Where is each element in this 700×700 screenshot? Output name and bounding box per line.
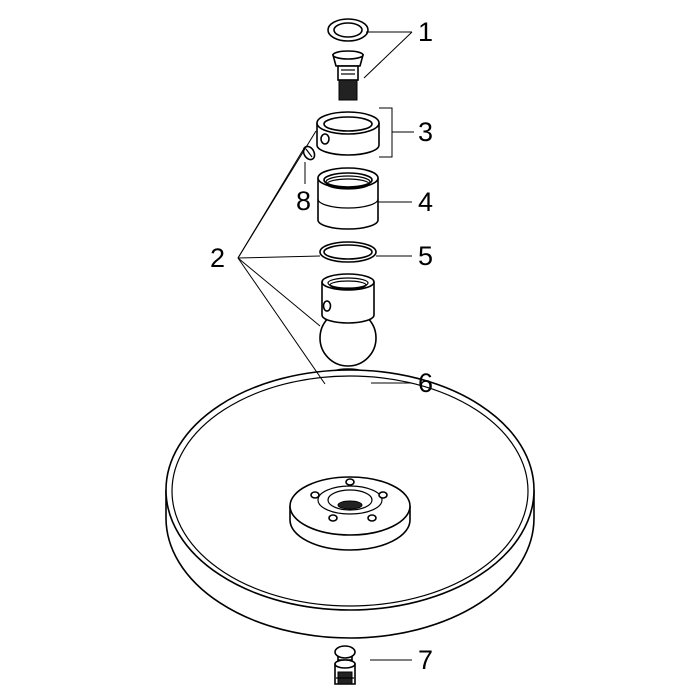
callout-6: 6: [418, 368, 433, 398]
callout-7: 7: [418, 645, 433, 675]
part-4-collar: [317, 167, 379, 230]
leader-lines: [237, 31, 414, 661]
part-1-nipple: [331, 50, 365, 101]
part-3-top-ring: [316, 111, 380, 156]
shower-head: [165, 369, 535, 639]
callout-1: 1: [418, 17, 433, 47]
part-8-set-screw: [302, 145, 316, 161]
callout-8: 8: [296, 186, 311, 216]
callout-2: 2: [210, 243, 225, 273]
callout-5: 5: [418, 241, 433, 271]
part-7-connector: [334, 645, 356, 685]
part-1-oring: [327, 18, 369, 42]
callout-3: 3: [418, 117, 433, 147]
ball-joint: [319, 273, 377, 367]
part-5-oring: [319, 241, 377, 263]
callout-4: 4: [418, 187, 433, 217]
